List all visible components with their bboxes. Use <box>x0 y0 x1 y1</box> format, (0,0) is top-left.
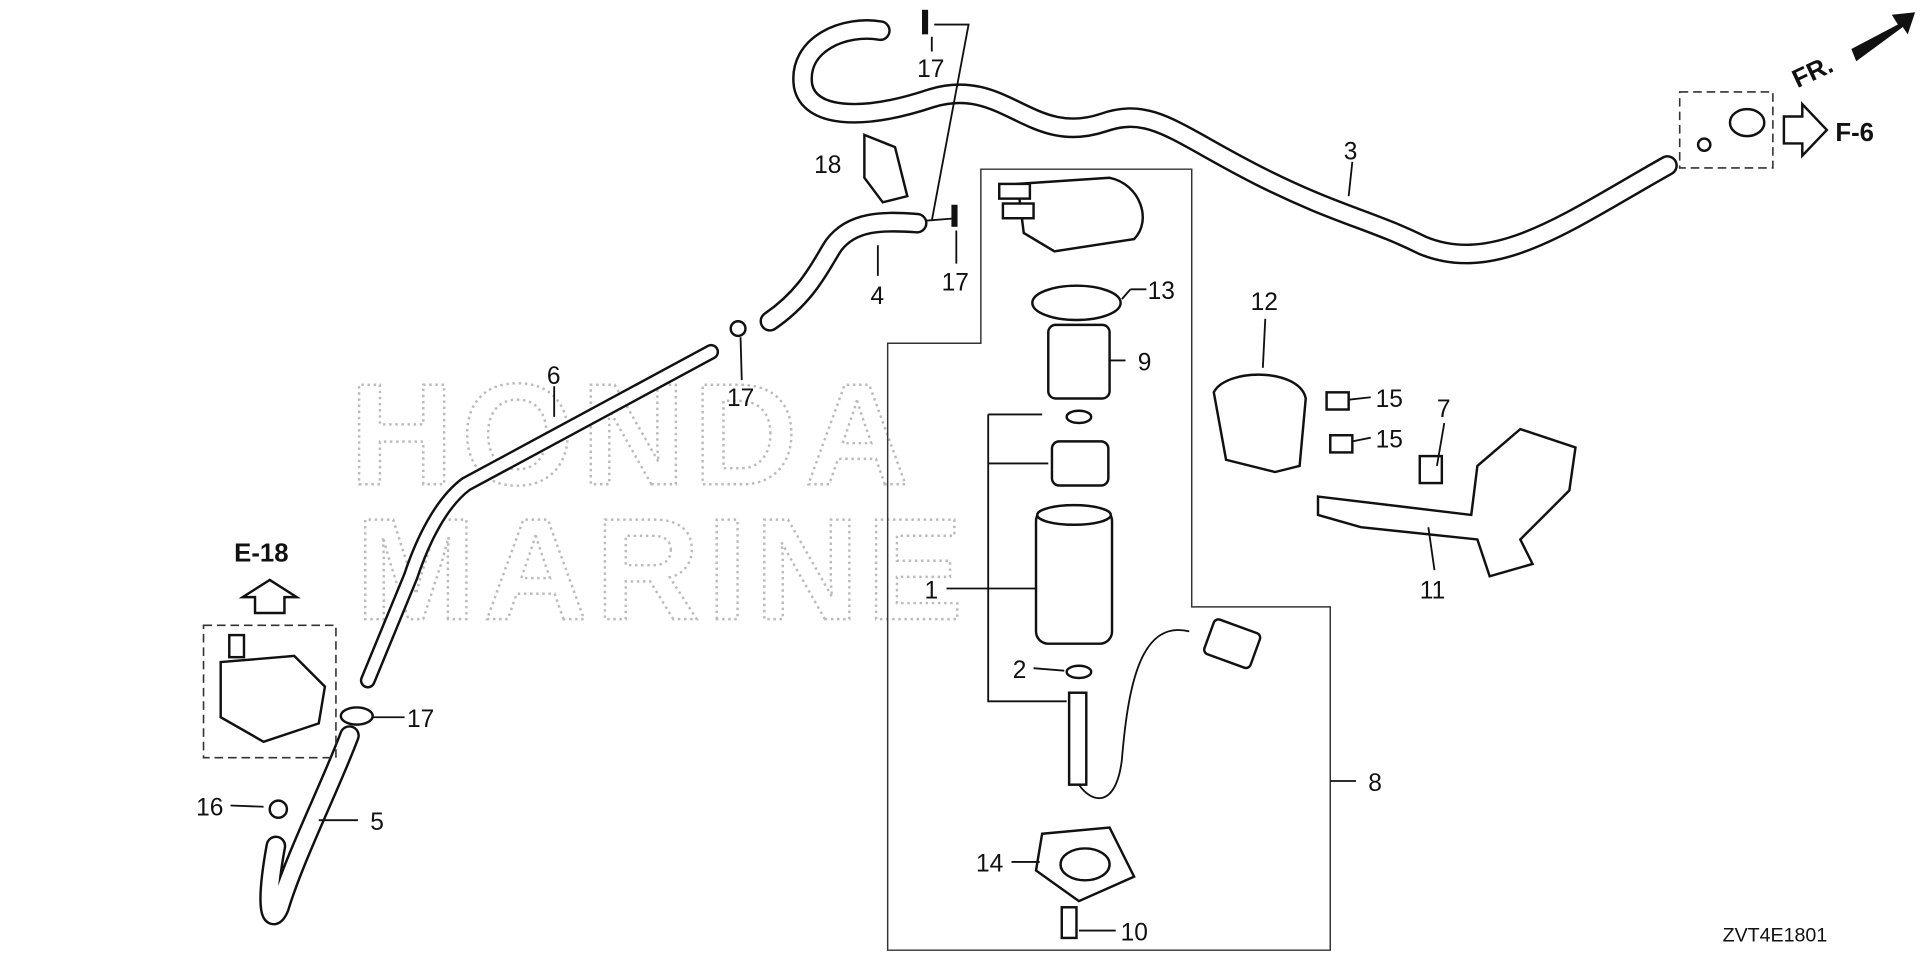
callout-5: 5 <box>370 809 384 836</box>
svg-text:MARINE: MARINE <box>356 488 971 650</box>
callout-9: 9 <box>1138 349 1152 376</box>
callout-18: 18 <box>814 152 841 179</box>
callout-13: 13 <box>1148 278 1175 305</box>
hose-6 <box>359 343 720 689</box>
front-direction-arrow: FR. <box>1788 12 1916 94</box>
fuel-filter-assembly <box>886 168 1332 951</box>
callout-14: 14 <box>976 851 1003 878</box>
svg-text:F-6: F-6 <box>1835 119 1874 147</box>
reference-f6: F-6 <box>1678 91 1874 169</box>
diagram-code: ZVT4E1801 <box>1723 925 1828 947</box>
hose-3 <box>792 19 1678 265</box>
hose-clamps <box>268 9 958 820</box>
callout-17: 17 <box>727 385 754 412</box>
callout-17: 17 <box>917 56 944 83</box>
reference-e18: E-18 <box>202 540 337 759</box>
callout-10: 10 <box>1121 919 1148 946</box>
callout-4: 4 <box>870 283 884 310</box>
callout-7: 7 <box>1437 396 1451 423</box>
callout-1: 1 <box>924 577 938 604</box>
callout-15: 15 <box>1376 427 1403 454</box>
callout-3: 3 <box>1344 138 1358 165</box>
callout-11: 11 <box>1420 577 1445 604</box>
callout-labels: 17 18 3 17 4 13 9 6 17 12 15 15 7 11 1 2… <box>196 56 1450 946</box>
callout-17: 17 <box>942 270 969 297</box>
hose-4 <box>759 211 928 332</box>
svg-text:HONDA: HONDA <box>349 353 916 515</box>
callout-2: 2 <box>1013 657 1027 684</box>
callout-15: 15 <box>1376 386 1403 413</box>
callout-17: 17 <box>407 706 434 733</box>
watermark: HONDA MARINE <box>348 352 971 651</box>
svg-text:E-18: E-18 <box>234 540 288 568</box>
bracket-parts <box>863 133 1577 578</box>
callout-6: 6 <box>547 363 561 390</box>
callout-8: 8 <box>1368 770 1382 797</box>
hose-5 <box>259 725 360 926</box>
callout-16: 16 <box>196 794 223 821</box>
svg-text:FR.: FR. <box>1788 51 1837 94</box>
leader-lines <box>230 23 1446 932</box>
callout-12: 12 <box>1251 289 1278 316</box>
